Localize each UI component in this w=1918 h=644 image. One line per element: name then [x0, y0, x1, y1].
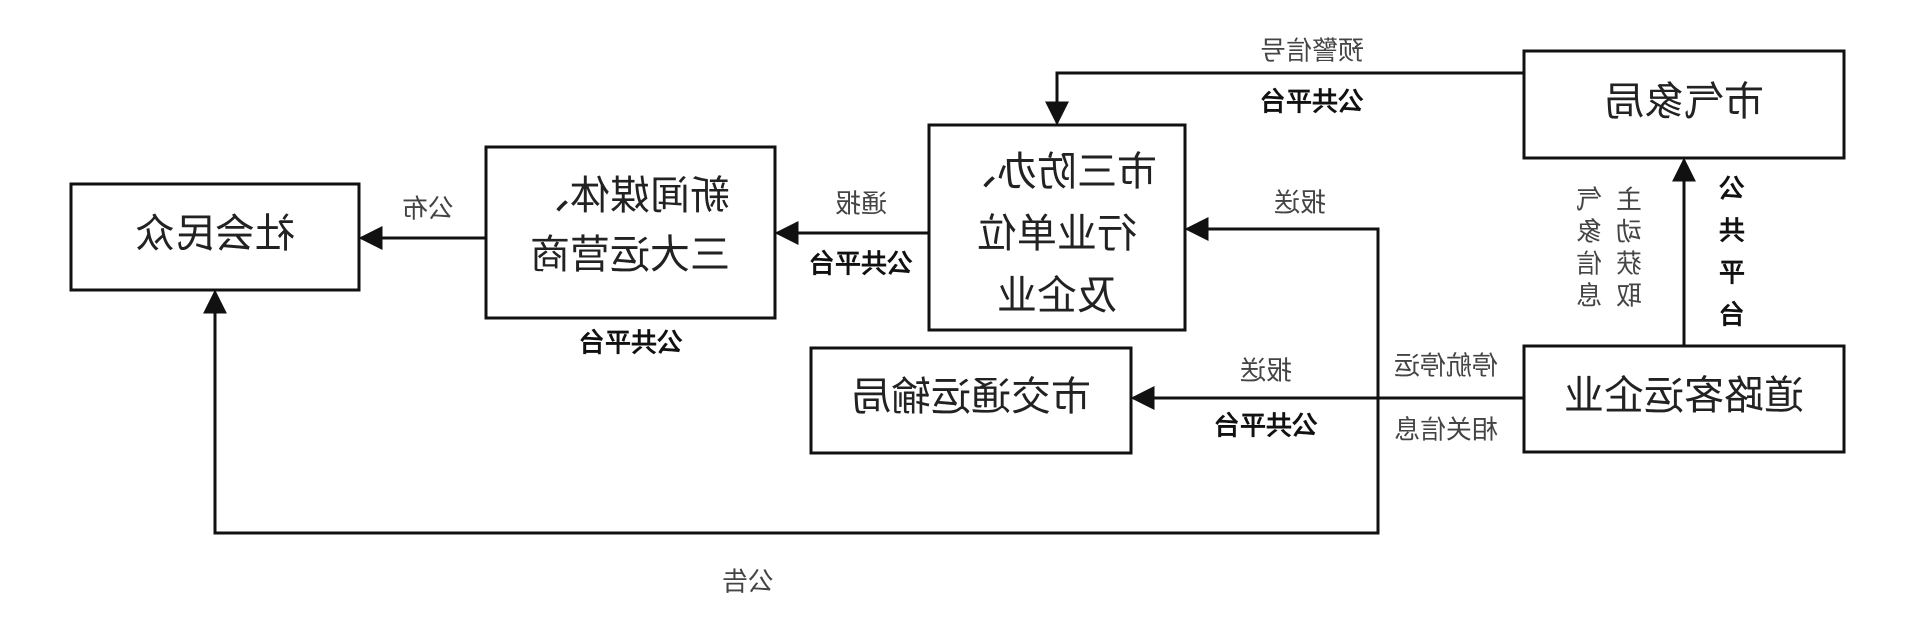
box-three-defense-line1: 市三防办、 [957, 149, 1157, 195]
edge-weather-to-three-defense [1045, 71, 1524, 126]
edge-junction-to-public [203, 289, 1380, 535]
box-news-media-line1: 新闻媒体、 [530, 173, 730, 219]
box-road-transport-label: 道路客运企业 [1564, 373, 1804, 419]
box-three-defense-line3: 及企业 [997, 273, 1117, 319]
label-stop-service-line1: 停航停运 [1394, 352, 1498, 382]
label-vplatform-2: 共 [1719, 217, 1745, 247]
box-weather-bureau-label: 市气象局 [1604, 79, 1764, 125]
label-active-col1-4: 取 [1616, 282, 1642, 312]
label-active-col2-2: 象 [1576, 218, 1602, 248]
label-notify: 通报 [835, 190, 887, 220]
label-report-transport: 报送 [1240, 357, 1292, 387]
label-report-three-defense: 报送 [1274, 189, 1326, 219]
label-active-col1-3: 获 [1616, 250, 1642, 280]
label-active-col1-2: 动 [1616, 218, 1642, 248]
box-news-media-line2: 三大运营商 [530, 232, 730, 278]
label-active-col2-4: 息 [1576, 282, 1602, 312]
label-vplatform-1: 公 [1719, 175, 1745, 205]
label-vplatform-4: 台 [1719, 300, 1745, 331]
label-active-col2-3: 信 [1576, 250, 1602, 280]
label-active-col1-1: 主 [1616, 186, 1642, 216]
label-platform-media: 公共平台 [579, 328, 683, 359]
box-public-label: 社会民众 [135, 211, 295, 257]
label-vertical-platform: 公 共 平 台 [1719, 175, 1745, 331]
label-announce: 公告 [722, 568, 774, 598]
edge-junction-to-three-defense [1184, 217, 1380, 398]
label-publish: 公布 [402, 195, 454, 225]
label-platform-transport: 公共平台 [1214, 411, 1318, 442]
box-transport-bureau-label: 市交通运输局 [851, 374, 1091, 420]
label-vplatform-3: 平 [1719, 259, 1745, 289]
label-stop-service-line2: 相关信息 [1394, 416, 1498, 446]
label-warning-signal: 预警信号 [1260, 37, 1364, 67]
label-active-col2-1: 气 [1576, 186, 1602, 216]
box-three-defense-line2: 行业单位 [977, 211, 1137, 257]
label-platform-weather: 公共平台 [1260, 87, 1364, 118]
label-active-weather-info: 主 动 获 取 气 象 信 息 [1576, 186, 1642, 312]
label-platform-notify: 公共平台 [809, 249, 913, 280]
